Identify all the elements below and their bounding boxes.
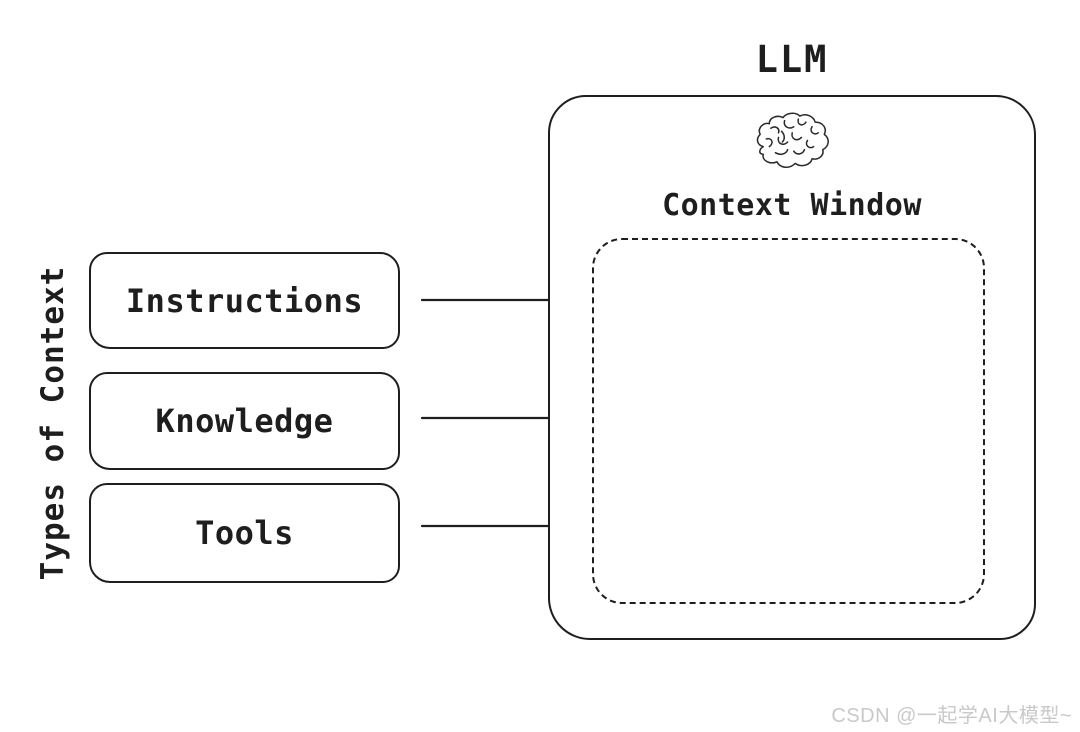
context-window-box — [592, 238, 985, 604]
tools-label: Tools — [195, 514, 294, 552]
knowledge-box: Knowledge — [89, 372, 400, 470]
instructions-box: Instructions — [89, 252, 400, 349]
llm-box — [548, 95, 1036, 640]
knowledge-label: Knowledge — [155, 402, 334, 440]
llm-title: LLM — [755, 38, 829, 81]
types-of-context-label: Types of Context — [35, 265, 71, 581]
watermark-text: CSDN @一起学AI大模型~ — [831, 705, 1072, 727]
instructions-label: Instructions — [125, 281, 364, 320]
tools-box: Tools — [89, 483, 400, 583]
brain-icon — [756, 112, 829, 168]
context-window-label: Context Window — [662, 188, 922, 223]
